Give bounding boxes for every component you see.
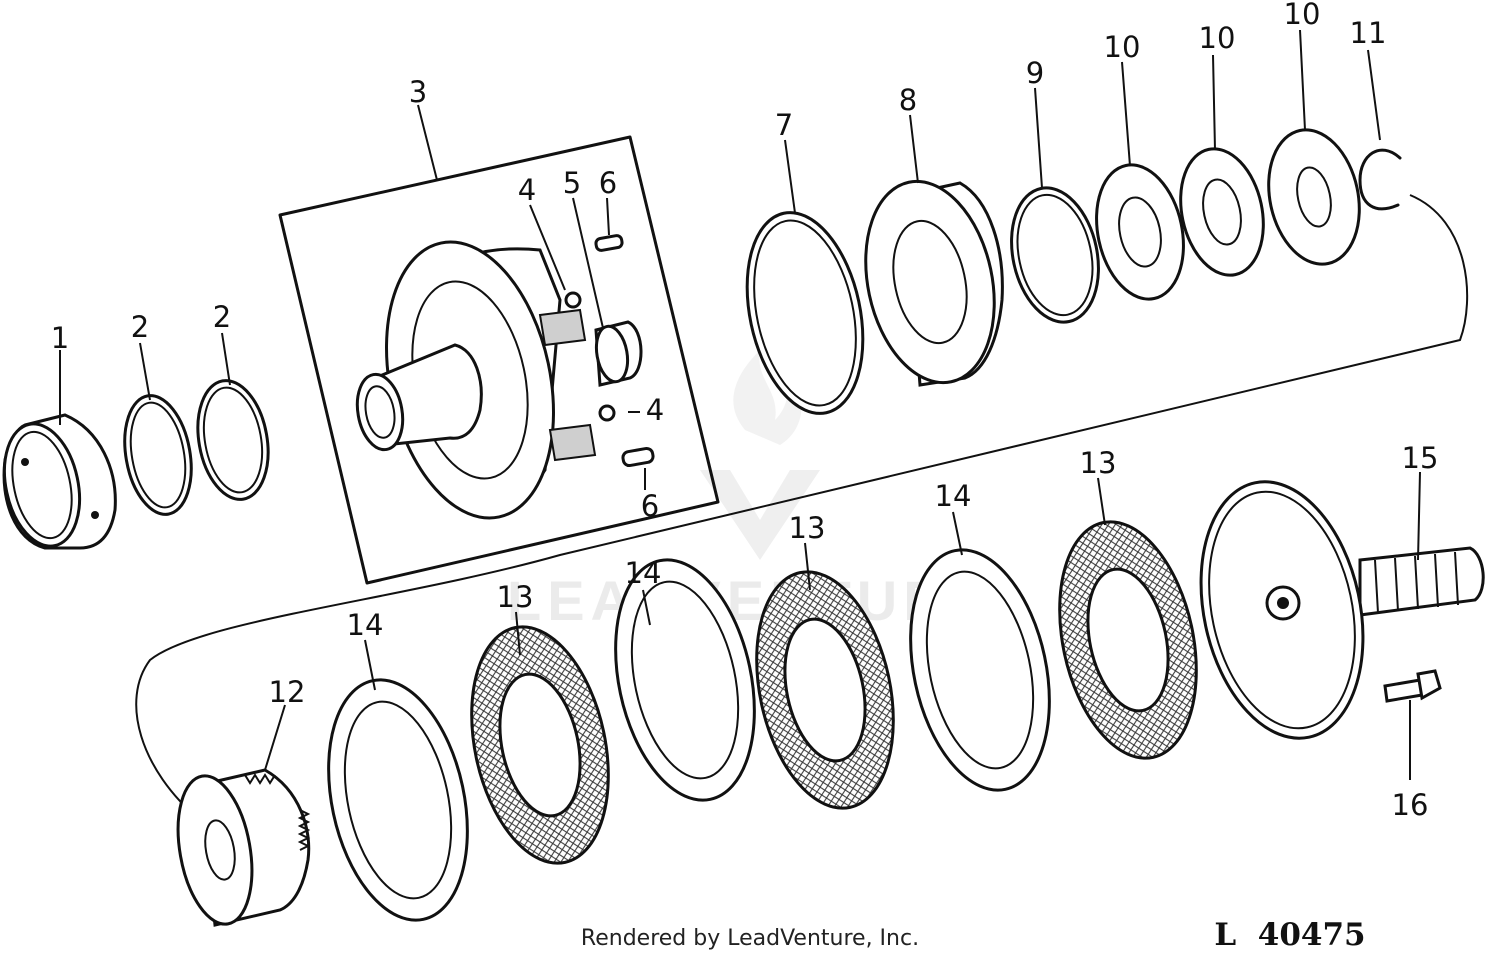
part-1-sleeve [2,413,117,550]
callout-16: 16 [1392,788,1429,822]
callout-9: 9 [1026,56,1044,90]
footer-credit: Rendered by LeadVenture, Inc. [581,926,919,951]
callout-14b: 14 [625,556,662,590]
callout-13b: 13 [789,511,826,545]
part-10-washer-a [1095,163,1185,301]
watermark-text: LEADVENTURE [507,569,993,632]
leader-lines [59,29,1421,780]
part-16-bolt [1383,669,1442,703]
watermark-logo: LEADVENTURE [507,350,993,632]
part-12-gear [176,768,311,927]
part-14-plate-c [909,548,1051,792]
callout-10c: 10 [1284,0,1321,31]
callout-12: 12 [269,675,306,709]
part-8-piston [864,179,1004,387]
callout-13a: 13 [497,580,534,614]
callout-10a: 10 [1104,30,1141,64]
part-15-shaft-flange [1199,480,1485,740]
callout-14c: 14 [935,479,972,513]
part-2-ring-b [196,379,270,501]
part-2-ring-a [123,394,193,516]
part-13-disc-b [755,570,895,810]
callout-3: 3 [409,75,427,109]
callout-15: 15 [1402,441,1439,475]
callout-8: 8 [899,83,917,117]
callout-14a: 14 [347,608,384,642]
drawing-number: L 40475 [1214,917,1365,953]
callout-6b: 6 [641,489,659,523]
callout-10b: 10 [1199,21,1236,55]
part-3-pump-assembly [278,135,720,585]
part-11-snap-ring [1358,148,1402,211]
callout-2b: 2 [213,300,231,334]
callout-13c: 13 [1080,446,1117,480]
part-14-plate-a [327,678,469,922]
callout-4a: 4 [518,173,536,207]
part-7-seal-ring [745,211,865,415]
part-10-washer-c [1267,128,1361,266]
callout-2a: 2 [131,310,149,344]
callout-1: 1 [51,321,69,355]
part-13-disc-a [470,625,610,865]
callout-4b: 4 [646,393,664,427]
part-13-disc-c [1058,520,1198,760]
assembly-path [135,194,1469,821]
callout-6a: 6 [599,166,617,200]
callout-11: 11 [1350,16,1387,50]
callout-7: 7 [775,108,793,142]
part-9-ring [1010,186,1100,324]
part-14-plate-b [614,558,756,802]
part-10-washer-b [1179,147,1265,277]
callout-labels: 1 2 2 3 4 4 5 6 6 7 8 9 10 10 10 11 12 1… [51,0,1439,822]
callout-5: 5 [563,166,581,200]
